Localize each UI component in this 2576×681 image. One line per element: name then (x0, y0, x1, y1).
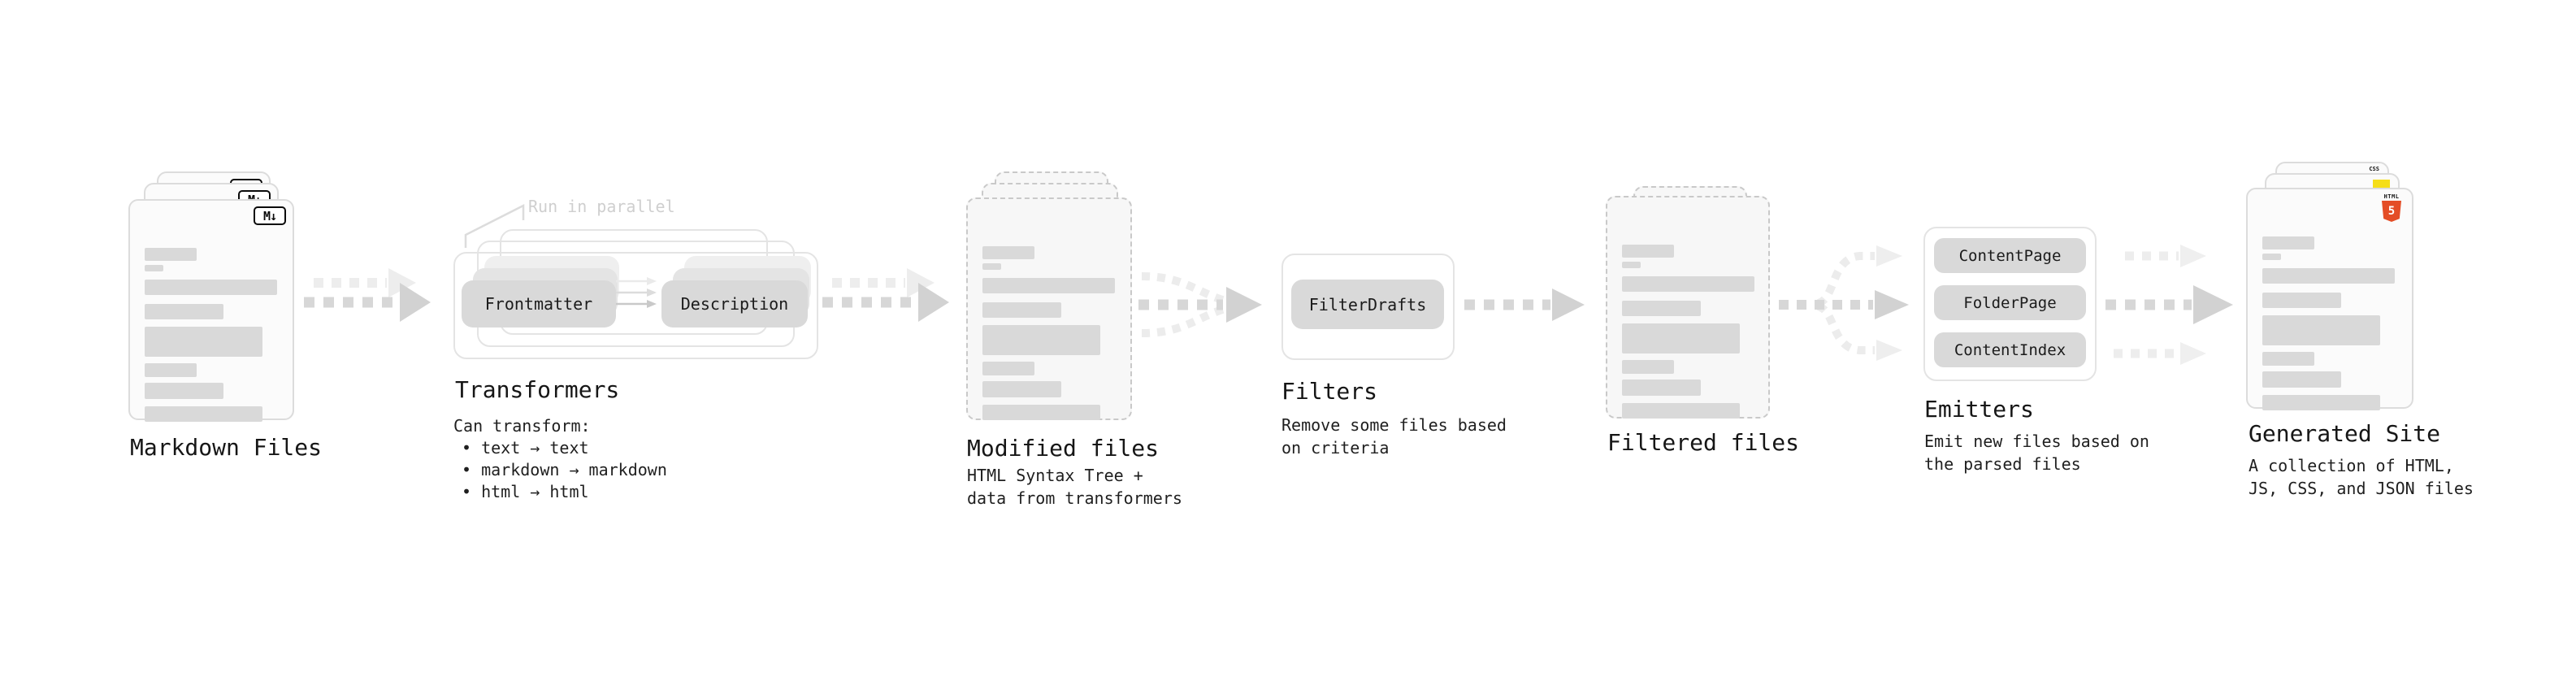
placeholder-text-bar (1622, 360, 1674, 374)
flow-arrow-transformers-to-modified (822, 268, 949, 322)
placeholder-text-bar (982, 302, 1061, 318)
filters-desc-line: on criteria (1281, 438, 1390, 458)
placeholder-text-bar (982, 405, 1100, 420)
placeholder-text-bar (2262, 254, 2281, 260)
transformer-box-front (453, 252, 818, 359)
modified-description: HTML Syntax Tree + data from transformer… (967, 464, 1182, 510)
frontmatter-pill: Frontmatter (462, 280, 616, 327)
generated-desc-line: A collection of HTML, (2249, 456, 2454, 475)
placeholder-text-bar (1622, 380, 1701, 396)
flow-arrow-emitters-to-generated (2105, 245, 2233, 365)
contentpage-pill: ContentPage (1934, 238, 2086, 273)
markdown-file-stack: M↓ M↓ M↓ (128, 171, 294, 422)
javascript-icon (2373, 180, 2390, 189)
flow-arrow-filtered-to-emitters (1779, 245, 1909, 361)
html-file-card: HTML 5 (2246, 188, 2413, 410)
stage-title-transformers: Transformers (455, 376, 620, 403)
placeholder-text-bar (1622, 301, 1701, 316)
placeholder-text-bar (145, 265, 163, 271)
filters-description: Remove some files based on criteria (1281, 414, 1507, 459)
placeholder-text-bar (2262, 352, 2314, 366)
placeholder-text-bar (982, 263, 1001, 270)
file-content-placeholder (2262, 212, 2397, 410)
html5-icon-number: 5 (2387, 205, 2396, 218)
stage-title-modified-files: Modified files (967, 435, 1160, 462)
placeholder-text-bar (1622, 262, 1641, 268)
contentindex-pill: ContentIndex (1934, 332, 2086, 367)
generated-file-stack: CSS HTML 5 (2246, 162, 2413, 410)
placeholder-text-bar (982, 325, 1100, 355)
placeholder-text-bar (982, 278, 1115, 293)
emitters-description: Emit new files based on the parsed files (1924, 430, 2149, 475)
modified-file-stack (966, 171, 1132, 420)
filters-desc-line: Remove some files based (1281, 415, 1507, 435)
transform-bullet: text → text (453, 437, 667, 459)
flow-arrow-modified-to-filters (1138, 272, 1262, 337)
placeholder-text-bar (145, 304, 223, 319)
note-leader-line (464, 203, 525, 248)
placeholder-text-bar (1622, 276, 1754, 292)
flow-arrow-filters-to-filtered (1464, 288, 1585, 321)
stage-title-filters: Filters (1281, 378, 1378, 405)
placeholder-text-bar (2262, 371, 2341, 388)
stage-title-markdown-files: Markdown Files (130, 434, 323, 461)
stage-title-generated-site: Generated Site (2249, 420, 2441, 447)
flow-arrow-markdown-to-transformers (304, 268, 431, 322)
html5-icon: HTML 5 (2381, 193, 2402, 222)
filtered-file-card (1606, 196, 1770, 419)
markdown-file-card: M↓ (128, 199, 294, 422)
placeholder-text-bar (982, 362, 1034, 375)
transform-bullet: html → html (453, 481, 667, 503)
pill-to-pill-arrows (616, 277, 657, 308)
emitters-desc-line: the parsed files (1924, 454, 2081, 474)
placeholder-text-bar (1622, 403, 1740, 419)
markdown-icon: M↓ (254, 206, 286, 225)
transformers-desc-head: Can transform: (453, 416, 591, 436)
modified-file-card (966, 197, 1132, 420)
placeholder-text-bar (145, 248, 197, 261)
placeholder-text-bar (2262, 268, 2395, 284)
stage-title-filtered-files: Filtered files (1607, 429, 1800, 456)
emitters-desc-line: Emit new files based on (1924, 432, 2149, 451)
placeholder-text-bar (145, 383, 223, 399)
placeholder-text-bar (982, 246, 1034, 259)
placeholder-text-bar (1622, 323, 1740, 354)
stage-title-emitters: Emitters (1924, 396, 2034, 423)
placeholder-text-bar (2262, 315, 2380, 345)
placeholder-text-bar (2262, 236, 2314, 249)
modified-desc-line: data from transformers (967, 488, 1182, 508)
modified-desc-line: HTML Syntax Tree + (967, 466, 1143, 485)
run-in-parallel-note: Run in parallel (528, 197, 675, 216)
description-pill: Description (661, 280, 808, 327)
filterdrafts-pill: FilterDrafts (1291, 280, 1444, 329)
generated-description: A collection of HTML, JS, CSS, and JSON … (2249, 454, 2474, 500)
placeholder-text-bar (145, 363, 197, 377)
file-content-placeholder (1622, 220, 1754, 419)
html5-icon-shield: 5 (2382, 201, 2401, 222)
filtered-file-stack (1606, 186, 1770, 419)
placeholder-text-bar (145, 406, 262, 422)
placeholder-text-bar (145, 280, 277, 295)
transformers-description: Can transform: text → text markdown → ma… (453, 415, 667, 503)
file-content-placeholder (145, 223, 278, 422)
generated-desc-line: JS, CSS, and JSON files (2249, 479, 2474, 498)
placeholder-text-bar (1622, 245, 1674, 258)
html5-icon-word: HTML (2383, 193, 2400, 200)
file-content-placeholder (982, 222, 1116, 420)
placeholder-text-bar (2262, 395, 2380, 410)
placeholder-text-bar (145, 327, 262, 357)
placeholder-text-bar (2262, 293, 2341, 308)
transform-bullet: markdown → markdown (453, 459, 667, 481)
folderpage-pill: FolderPage (1934, 285, 2086, 320)
placeholder-text-bar (982, 381, 1061, 397)
